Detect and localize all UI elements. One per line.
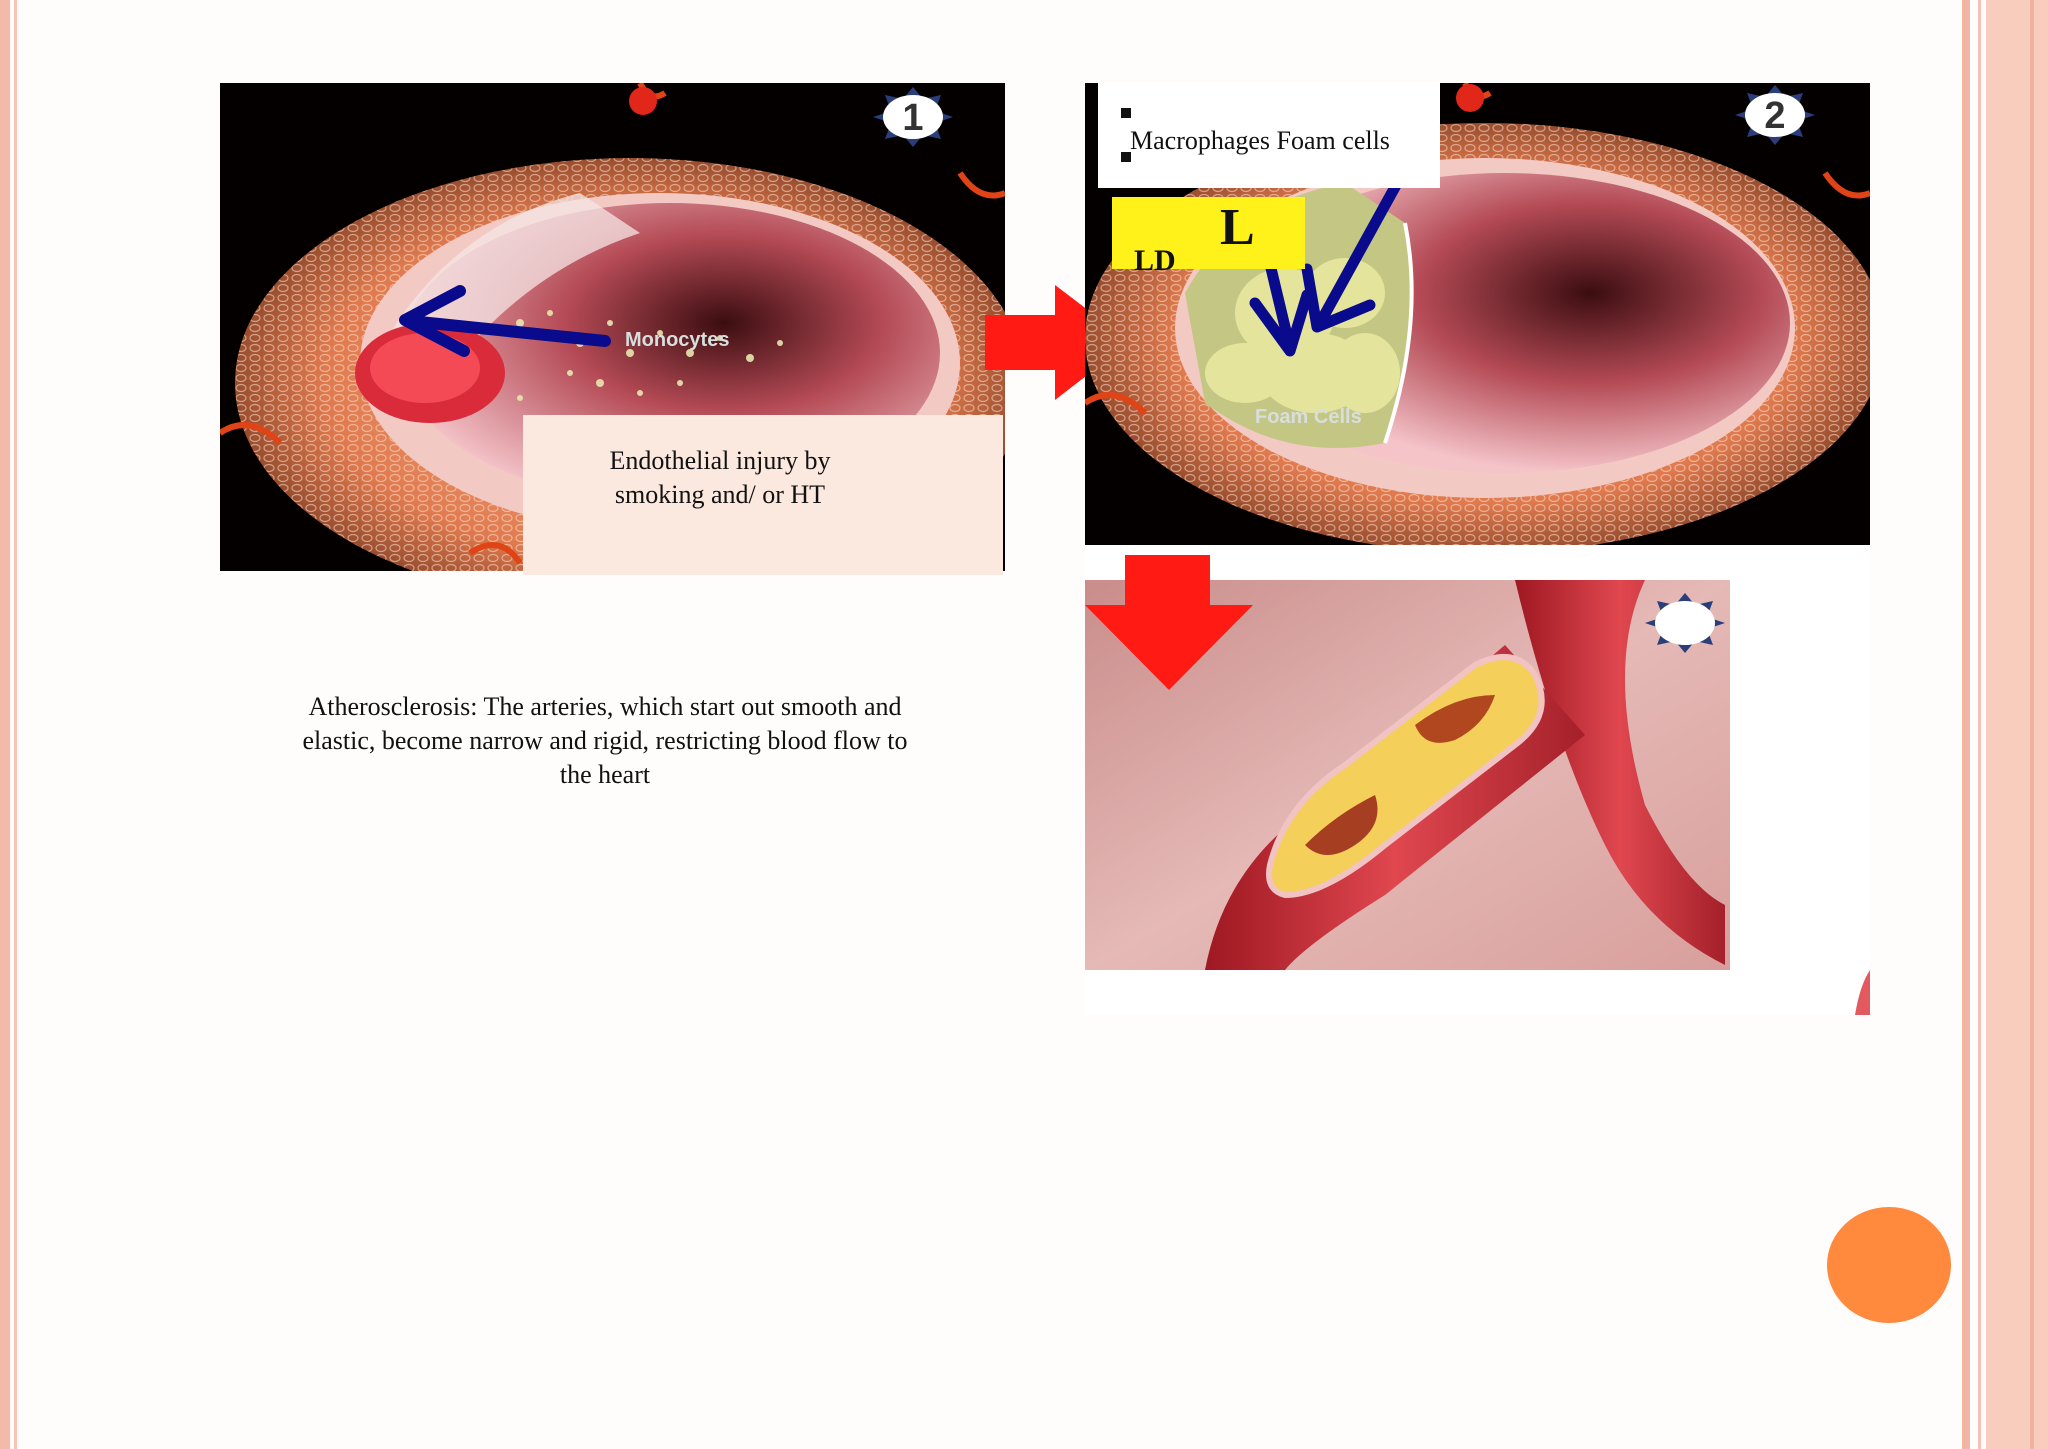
bullet-icon: [1121, 108, 1131, 118]
right-border-2: [1978, 0, 1981, 1449]
left-border-thin: [14, 0, 17, 1449]
left-border-thick: [0, 0, 10, 1449]
endothelial-injury-text: Endothelial injury by smoking and/ or HT: [609, 446, 831, 509]
red-arrow-right-icon: [985, 285, 1130, 400]
endothelial-injury-callout: [523, 415, 1003, 575]
macrophages-foam-cells-text: Macrophages Foam cells: [1130, 126, 1390, 155]
step-badge-2: [1735, 85, 1815, 145]
step-badge-1: [873, 87, 953, 147]
foam-cells-label: Foam Cells: [1255, 406, 1362, 428]
atherosclerosis-caption: Atherosclerosis: The arteries, which sta…: [302, 692, 908, 789]
step-number-1: 1: [902, 97, 923, 139]
ldl-highlight-box: [1112, 197, 1305, 269]
ldl-label-small: LD: [1134, 244, 1176, 277]
orange-circle-decoration: [1827, 1207, 1951, 1323]
monocytes-label: Monocytes: [625, 329, 729, 351]
right-border-4: [2030, 0, 2034, 1449]
illustration-panel-3: [1085, 545, 1870, 1015]
right-border-3: [1986, 0, 2048, 1449]
bullet-icon: [1121, 152, 1131, 162]
macrophages-callout: [1098, 83, 1440, 188]
right-border-1: [1962, 0, 1970, 1449]
red-arrow-down-icon: [1085, 555, 1253, 690]
blue-arrow-icon: [399, 285, 611, 357]
step-number-2: 2: [1764, 95, 1785, 137]
step-badge-3: [1645, 593, 1725, 653]
ldl-label-large: L: [1220, 199, 1255, 256]
narrowed-artery-image: [1085, 555, 1870, 1015]
